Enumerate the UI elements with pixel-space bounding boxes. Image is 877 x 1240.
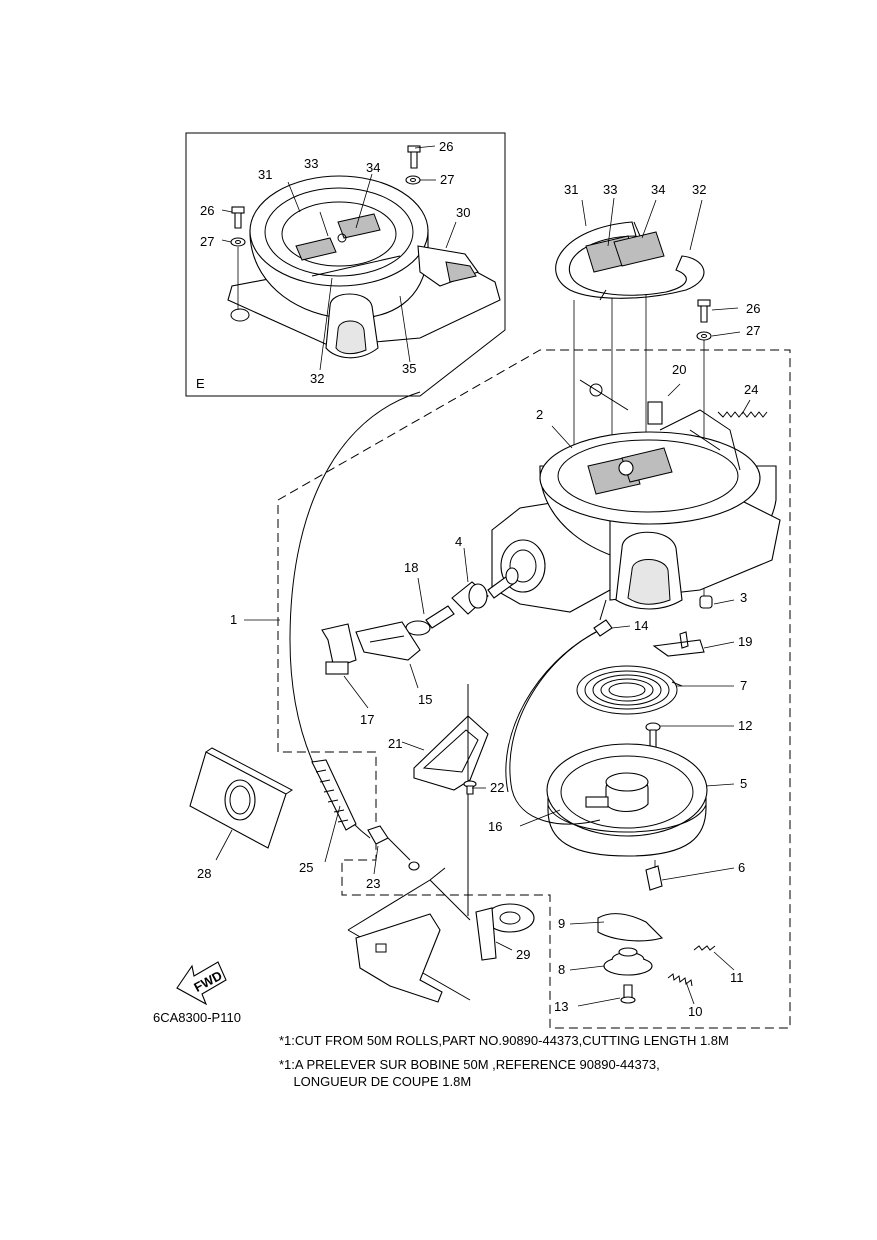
- callout-33-inset: 33: [304, 156, 318, 171]
- callout-6: 6: [738, 860, 745, 875]
- cable-16: [509, 629, 601, 825]
- starter-housing: [491, 379, 781, 613]
- callout-31-inset: 31: [258, 167, 272, 182]
- spiral-spring-7: [576, 665, 683, 715]
- note-line-1: *1:CUT FROM 50M ROLLS,PART NO.90890-4437…: [279, 1033, 729, 1048]
- callout-32-inset: 32: [310, 371, 324, 386]
- lever-15: [355, 621, 421, 661]
- callout-2: 2: [536, 407, 543, 422]
- callout-26-inset: 26: [439, 139, 453, 154]
- screw-22: [463, 780, 477, 795]
- callout-28: 28: [197, 866, 211, 881]
- connector-18: [405, 605, 455, 636]
- reel-5: [546, 743, 708, 857]
- cable-25: [289, 391, 421, 871]
- note-line-2: *1:A PRELEVER SUR BOBINE 50M ,REFERENCE …: [279, 1057, 660, 1072]
- callout-19: 19: [738, 634, 752, 649]
- callout-32: 32: [692, 182, 706, 197]
- callout-5: 5: [740, 776, 747, 791]
- callout-27: 27: [746, 323, 760, 338]
- callout-1: 1: [230, 612, 237, 627]
- callout-26: 26: [746, 301, 760, 316]
- grommet-4: [451, 567, 519, 615]
- callout-35: 35: [402, 361, 416, 376]
- part-6: [645, 865, 663, 891]
- fwd-arrow-icon: FWD: [176, 961, 227, 1006]
- callout-34-inset: 34: [366, 160, 380, 175]
- clip-29: [475, 903, 535, 961]
- callout-13: 13: [554, 999, 568, 1014]
- callout-15: 15: [418, 692, 432, 707]
- callout-22: 22: [490, 780, 504, 795]
- plate-9: [597, 913, 664, 942]
- callout-30: 30: [456, 205, 470, 220]
- callout-12: 12: [738, 718, 752, 733]
- callout-34: 34: [651, 182, 665, 197]
- note-line-3: LONGUEUR DE COUPE 1.8M: [279, 1074, 472, 1089]
- callout-29: 29: [516, 947, 530, 962]
- callout-7: 7: [740, 678, 747, 693]
- callout-23: 23: [366, 876, 380, 891]
- callout-26-left: 26: [200, 203, 214, 218]
- bracket-17: [321, 623, 357, 675]
- diagram-code: 6CA8300-P110: [153, 1010, 241, 1025]
- callout-3: 3: [740, 590, 747, 605]
- callout-18: 18: [404, 560, 418, 575]
- callout-33: 33: [603, 182, 617, 197]
- callout-25: 25: [299, 860, 313, 875]
- callout-17: 17: [360, 712, 374, 727]
- callout-27-left: 27: [200, 234, 214, 249]
- callout-20: 20: [672, 362, 686, 377]
- callout-14: 14: [634, 618, 648, 633]
- leader-lines: [215, 145, 751, 1007]
- callout-11: 11: [730, 970, 744, 985]
- cover-28: [189, 747, 293, 849]
- callout-16: 16: [488, 819, 502, 834]
- spring-11: [693, 945, 716, 951]
- callout-24: 24: [744, 382, 758, 397]
- detail-view-label: E: [196, 376, 205, 391]
- callout-4: 4: [455, 534, 462, 549]
- spring-10: [667, 973, 693, 987]
- callout-10: 10: [688, 1004, 702, 1019]
- decal-set: [555, 221, 705, 600]
- callout-numbers: 26 27 26 27 33 34 31 30 32 35 31 33 34 3…: [197, 139, 760, 1019]
- callout-27-inset: 27: [440, 172, 454, 187]
- bolt-13: [620, 984, 636, 1004]
- cable-end-14: [593, 619, 613, 637]
- callout-9: 9: [558, 916, 565, 931]
- mount-bracket: [355, 913, 443, 1003]
- detail-view-e: E: [185, 132, 506, 397]
- holder-21: [413, 684, 489, 916]
- bushing-3: [699, 595, 713, 609]
- screw-and-washer: [696, 299, 712, 341]
- part-8: [603, 947, 653, 976]
- callout-21: 21: [388, 736, 402, 751]
- callout-31: 31: [564, 182, 578, 197]
- pawl-19: [652, 631, 705, 657]
- callout-8: 8: [558, 962, 565, 977]
